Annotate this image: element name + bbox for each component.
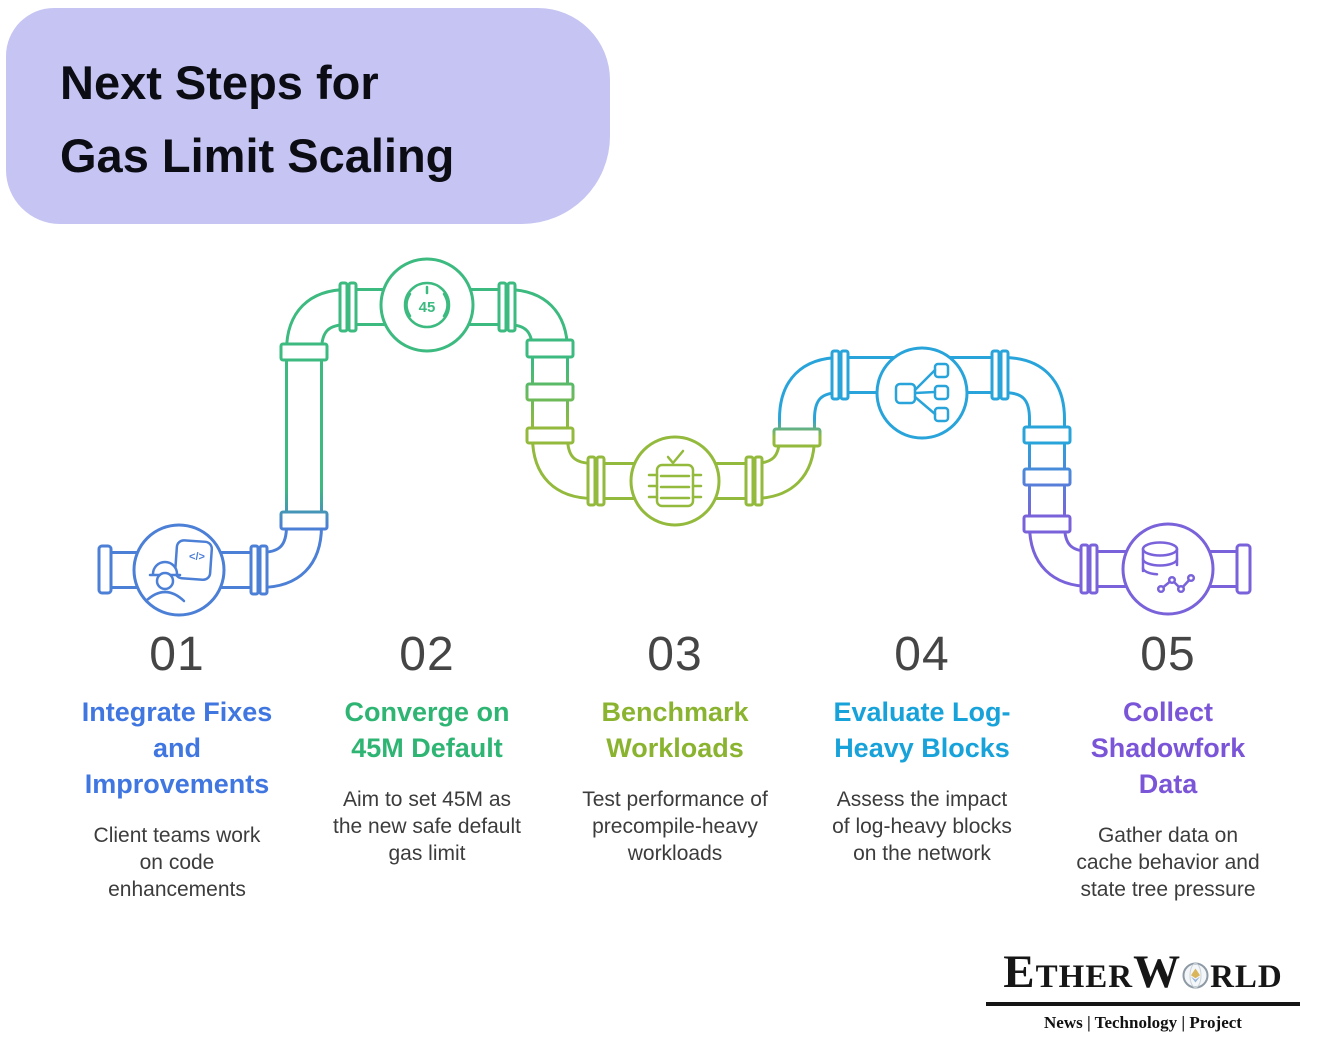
step-heading: Converge on 45M Default <box>344 697 510 763</box>
pipe-end-cap-right <box>1235 543 1252 595</box>
pipe-fittings <box>97 281 1252 596</box>
brand-letter-e: E <box>1003 946 1036 998</box>
brand-divider <box>986 1002 1300 1006</box>
fanout-network-icon <box>894 362 950 423</box>
title-banner: Next Steps for Gas Limit Scaling <box>6 8 610 224</box>
brand-ther: THER <box>1035 959 1134 995</box>
benchmark-chip-icon <box>647 449 703 508</box>
gauge-45-icon: 45 <box>403 281 451 329</box>
svg-text:</>: </> <box>189 551 205 563</box>
brand-letter-w: W <box>1133 946 1182 998</box>
page-title: Next Steps for Gas Limit Scaling <box>6 8 610 192</box>
step-column-1: 01 Integrate Fixes and Improvements Clie… <box>52 628 302 903</box>
title-line-1: Next Steps for <box>60 56 379 109</box>
step-description: Client teams work on code enhancements <box>93 824 261 901</box>
step-number: 02 <box>399 628 455 681</box>
globe-o-icon <box>1182 962 1209 994</box>
step-circle-3 <box>629 435 721 527</box>
step-number: 03 <box>647 628 703 681</box>
step-column-4: 04 Evaluate Log- Heavy Blocks Assess the… <box>797 628 1047 867</box>
step-number: 01 <box>149 628 205 681</box>
step-heading: Evaluate Log- Heavy Blocks <box>833 697 1011 763</box>
step-description: Aim to set 45M as the new safe default g… <box>333 788 521 865</box>
engineer-code-icon: </> <box>144 539 214 603</box>
step-heading: Benchmark Workloads <box>601 697 749 763</box>
step-column-3: 03 Benchmark Workloads Test performance … <box>550 628 800 867</box>
step-heading: Collect Shadowfork Data <box>1090 697 1246 799</box>
step-number: 04 <box>894 628 950 681</box>
step-description: Test performance of precompile-heavy wor… <box>582 788 768 865</box>
pipe-end-cap-left <box>97 544 113 595</box>
step-heading: Integrate Fixes and Improvements <box>81 697 273 799</box>
step-circle-2 <box>379 257 475 353</box>
step-circle-5 <box>1121 522 1215 616</box>
step-description: Gather data on cache behavior and state … <box>1076 824 1260 901</box>
step-number: 05 <box>1140 628 1196 681</box>
step-column-2: 02 Converge on 45M Default Aim to set 45… <box>302 628 552 867</box>
step-column-5: 05 Collect Shadowfork Data Gather data o… <box>1043 628 1293 903</box>
database-graph-icon <box>1141 541 1196 594</box>
step-description: Assess the impact of log-heavy blocks on… <box>832 788 1012 865</box>
title-line-2: Gas Limit Scaling <box>60 129 455 182</box>
brand-rld: RLD <box>1210 959 1283 995</box>
brand-tagline: News | Technology | Project <box>1044 1013 1242 1032</box>
svg-text:45: 45 <box>419 299 436 316</box>
